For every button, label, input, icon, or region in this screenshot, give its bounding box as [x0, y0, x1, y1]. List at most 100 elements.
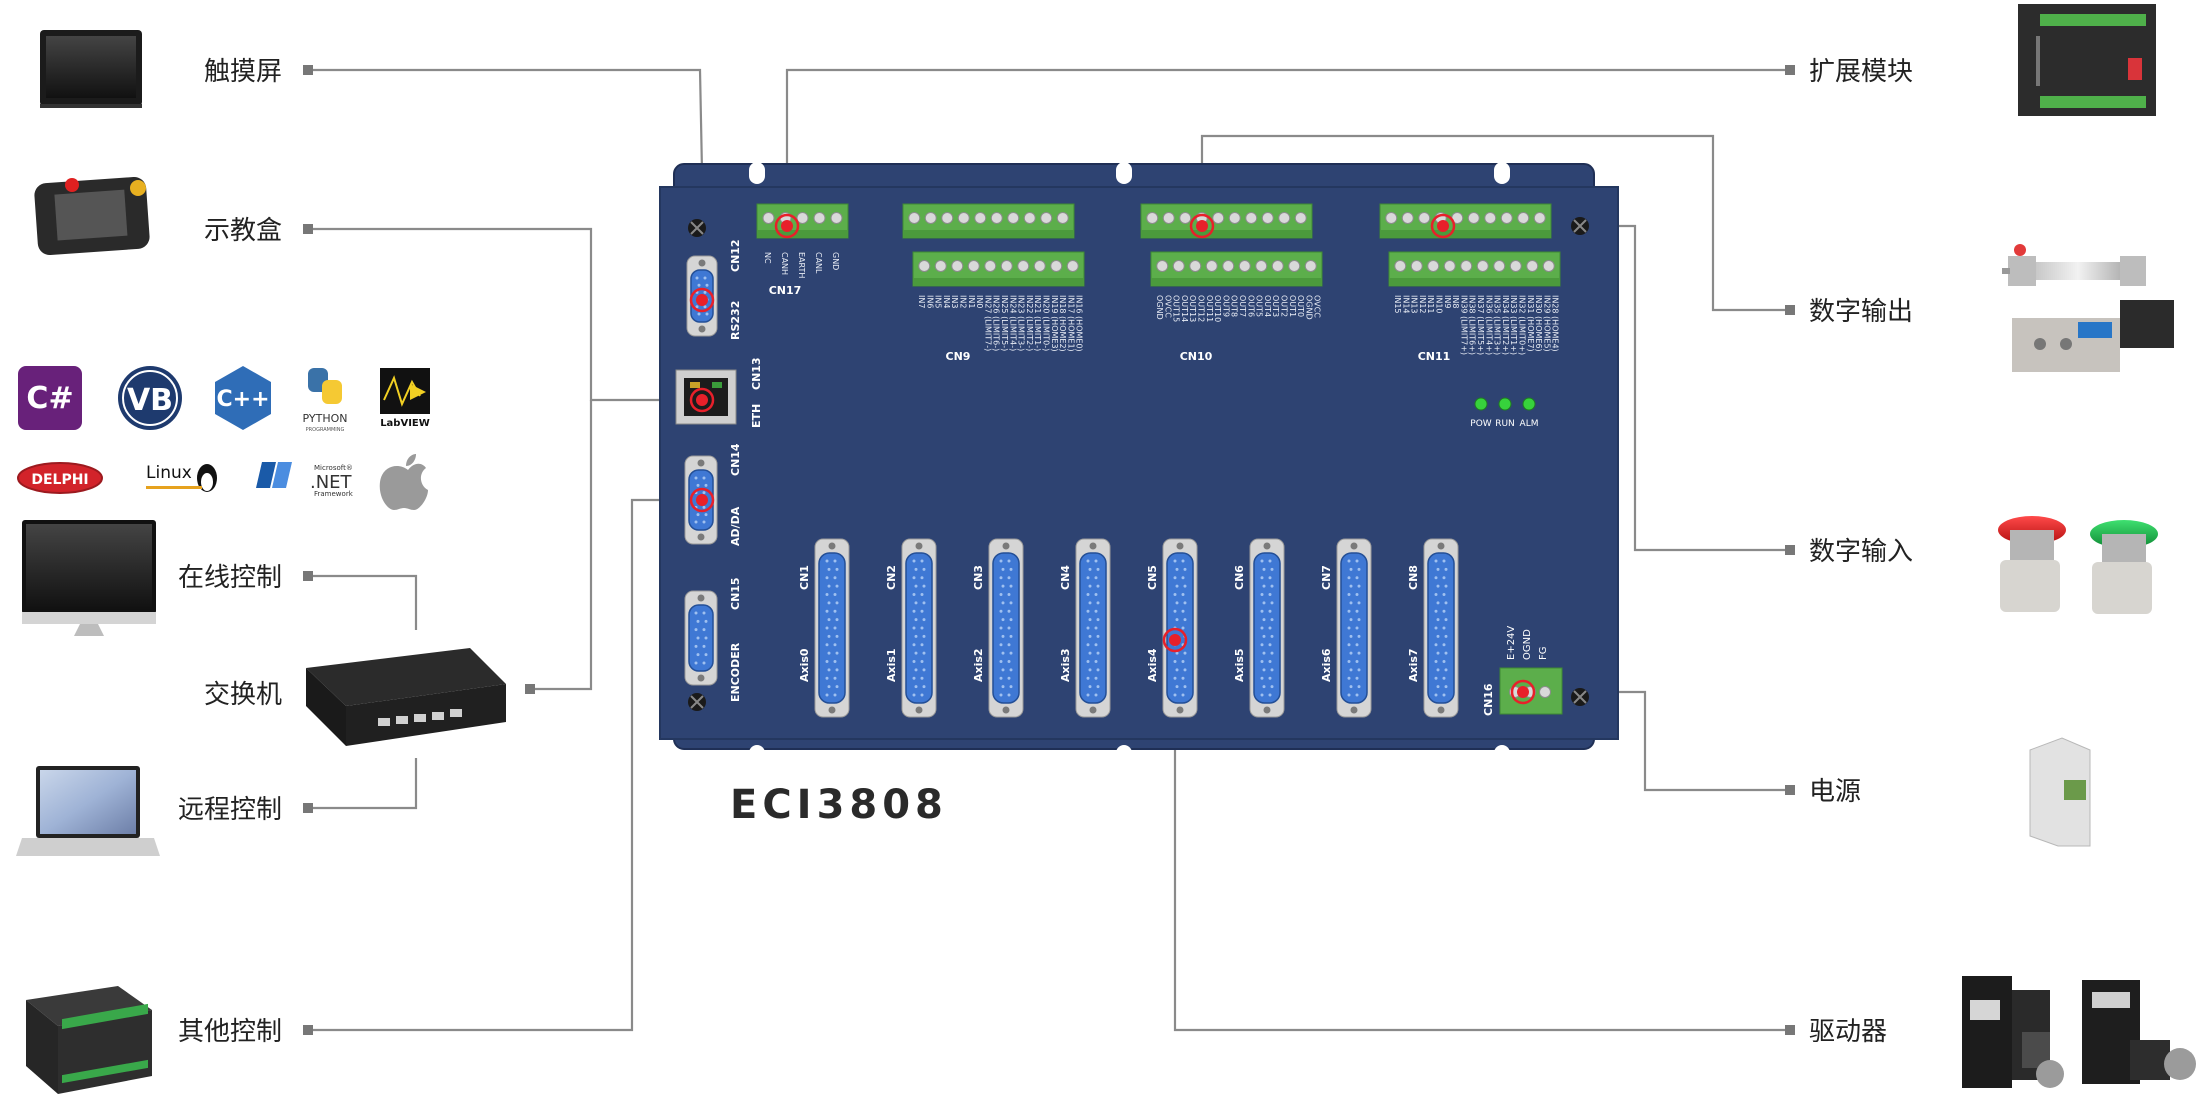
label-driver: 驱动器: [1809, 1017, 1887, 1047]
cn10-pin-label: OUT5: [1255, 295, 1264, 317]
axis-name-label: Axis0: [798, 648, 811, 682]
label-online-control: 在线控制: [178, 563, 282, 593]
axis-name-label: Axis7: [1407, 648, 1420, 682]
label-digital-input: 数字输入: [1809, 537, 1913, 567]
cn11-label: CN11: [1418, 350, 1451, 363]
cn16-label: CN16: [1482, 683, 1495, 716]
cn12-label: CN12: [729, 239, 742, 272]
cn11-pin-label: IN11: [1426, 295, 1435, 314]
label-remote-control: 远程控制: [178, 795, 282, 825]
cn9-pin-label: IN25 (LIMIT5-): [1000, 295, 1009, 351]
cn10-pin-label: OGND: [1304, 295, 1313, 320]
servo-drive-icon: [1962, 976, 2196, 1088]
cn10-pin-label: OUT0: [1296, 295, 1305, 317]
monitor-icon: [22, 520, 156, 636]
labview-logo: LabVIEW: [380, 368, 430, 429]
cn16-terminal-block: [1500, 668, 1562, 714]
controller-board: CN12RS232CN13ETHCN14AD/DACN15ENCODER NCC…: [660, 162, 1618, 767]
line-other: [309, 500, 700, 1030]
linux-logo: Linux: [146, 463, 217, 492]
cn17-pin-label: CANL: [814, 252, 823, 274]
label-other-control: 其他控制: [178, 1017, 282, 1047]
python-logo-subtext: PROGRAMMING: [306, 427, 345, 433]
encoder-connector: [685, 591, 717, 685]
axis-name-label: Axis4: [1146, 648, 1159, 682]
label-digital-output: 数字输出: [1809, 297, 1913, 327]
cn11-pin-label: IN15: [1393, 295, 1402, 314]
led-alm: [1523, 398, 1535, 410]
cn10-pin-label: OVCC: [1163, 295, 1172, 318]
cn9-pin-label: IN16 (HOME0): [1075, 295, 1084, 352]
axis-connector-5: [1250, 539, 1284, 717]
cn10-top-row: [1141, 204, 1312, 238]
vb-logo-text: VB: [127, 383, 173, 418]
cn11-pin-label: IN35 (LIMIT3+): [1493, 295, 1502, 355]
label-touch-screen: 触摸屏: [204, 57, 282, 87]
cn11-pin-label: IN36 (LIMIT4+): [1484, 295, 1493, 355]
cn11-pin-label: IN10: [1435, 295, 1444, 314]
axis-name-label: Axis1: [885, 648, 898, 682]
line-touch-screen: [309, 70, 703, 222]
cn11-pin-label: IN29 (HOME5): [1542, 295, 1551, 352]
cn17-pin-label: EARTH: [797, 252, 806, 278]
cn9-pin-label: IN7: [917, 295, 926, 308]
led-label-run: RUN: [1495, 419, 1515, 429]
cn10-pin-label: OUT2: [1280, 295, 1289, 317]
label-expansion-module: 扩展模块: [1809, 57, 1913, 87]
cn11-pin-label: IN9: [1443, 295, 1452, 308]
cn9-pin-label: IN1: [967, 295, 976, 308]
solenoid-valve-icon: [2012, 300, 2174, 372]
cn17-terminal-block: [757, 204, 848, 238]
cn17-label: CN17: [769, 284, 802, 297]
cn10-pin-label: OUT3: [1271, 295, 1280, 317]
cn11-pin-label: IN30 (HOME6): [1534, 295, 1543, 352]
cn11-pin-label: IN13: [1410, 295, 1419, 314]
vb-logo: VB: [118, 366, 182, 430]
cn11-pin-label: IN12: [1418, 295, 1427, 314]
plc-icon: [26, 986, 152, 1094]
python-logo-text: PYTHON: [303, 412, 348, 425]
cn10-pin-label: OUT10: [1213, 295, 1222, 322]
model-name: ECI3808: [730, 782, 948, 828]
left-labels: 触摸屏 示教盒 在线控制 交换机 远程控制 其他控制: [178, 57, 282, 1047]
cn11-top-row: [1380, 204, 1551, 238]
axis-cn-label: CN1: [798, 565, 811, 590]
dotnet-logo-top: Microsoft®: [314, 464, 353, 472]
cn16-pin-label: E+24V: [1506, 626, 1517, 660]
cn9-pin-label: IN26 (LIMIT6-): [992, 295, 1001, 351]
cn14-label: CN14: [729, 443, 742, 476]
delphi-logo: DELPHI: [18, 463, 102, 493]
axis-cn-label: CN6: [1233, 565, 1246, 590]
labview-logo-text: LabVIEW: [380, 418, 430, 429]
cn11-pin-label: IN38 (LIMIT6+): [1468, 295, 1477, 355]
axis-cn-label: CN8: [1407, 565, 1420, 590]
pneumatic-cylinder-icon: [2002, 244, 2146, 286]
cn10-pin-label: OUT6: [1246, 295, 1255, 317]
cn10-label: CN10: [1180, 350, 1213, 363]
cn15-label: CN15: [729, 577, 742, 610]
rs232-label: RS232: [729, 301, 742, 340]
cn16-pin-label: OGND: [1522, 629, 1533, 660]
green-push-button-icon: [2090, 520, 2158, 614]
label-switch: 交换机: [204, 680, 282, 710]
dotnet-logo: Microsoft® .NET Framework: [256, 462, 354, 498]
led-label-alm: ALM: [1520, 419, 1539, 429]
right-labels: 扩展模块 数字输出 数字输入 电源 驱动器: [1809, 57, 1913, 1047]
cn11-pin-label: IN14: [1401, 295, 1410, 314]
csharp-logo-text: C#: [26, 381, 73, 416]
cn11-pin-label: IN31 (HOME7): [1526, 295, 1535, 352]
label-teach-pendant: 示教盒: [204, 216, 282, 246]
cn9-pin-label: IN2: [959, 295, 968, 308]
cn9-pin-label: IN23 (LIMIT3-): [1017, 295, 1026, 351]
cn17-pin-label: GND: [831, 252, 840, 270]
cn10-pin-label: OGND: [1155, 295, 1164, 320]
cn17-pin-label: NC: [763, 252, 772, 264]
encoder-label: ENCODER: [729, 642, 742, 702]
python-logo: PYTHON PROGRAMMING: [303, 368, 348, 433]
axis-cn-label: CN3: [972, 565, 985, 590]
cn11-pin-label: IN34 (LIMIT2+): [1501, 295, 1510, 355]
cn11-pin-label: IN28 (HOME4): [1551, 295, 1560, 352]
cn11-pin-label: IN33 (LIMIT1+): [1509, 295, 1518, 355]
cn13-label: CN13: [750, 357, 763, 390]
cn9-bottom-row: [913, 252, 1084, 286]
